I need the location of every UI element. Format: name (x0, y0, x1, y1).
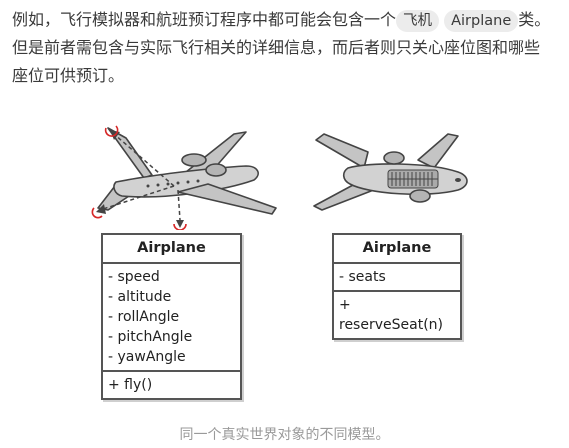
attribute-item: - rollAngle (108, 309, 180, 325)
uml-class-booking: Airplane - seats + reserveSeat(n) (332, 233, 462, 340)
methods-section: + fly() (103, 370, 240, 398)
code-chip-airplane: Airplane (444, 10, 519, 32)
methods-section: + reserveSeat(n) (334, 290, 460, 338)
attribute-item: - speed (108, 269, 160, 285)
attribute-item: - pitchAngle (108, 329, 193, 345)
flight-sim-plane-icon (91, 125, 277, 230)
attribute-item: - seats (339, 269, 386, 285)
method-item: + fly() (108, 377, 153, 393)
attribute-item: - yawAngle (108, 349, 186, 365)
intro-line3-text: 座位可供预订。 (12, 66, 125, 85)
uml-class-flight-sim: Airplane - speed - altitude - rollAngle … (101, 233, 242, 400)
class-name: Airplane (334, 235, 460, 264)
method-item: + reserveSeat(n) (339, 297, 443, 333)
intro-line1-end: 类。 (518, 10, 551, 29)
class-name: Airplane (103, 235, 240, 264)
attributes-section: - speed - altitude - rollAngle - pitchAn… (103, 264, 240, 370)
code-chip-chinese: 飞机 (396, 10, 440, 32)
figure-caption: 同一个真实世界对象的不同模型。 (179, 427, 390, 443)
intro-line1-text: 例如，飞行模拟器和航班预订程序中都可能会包含一个 (12, 10, 397, 29)
attribute-item: - altitude (108, 289, 172, 305)
booking-plane-icon (313, 133, 468, 211)
attributes-section: - seats (334, 264, 460, 290)
intro-line2-text: 但是前者需包含与实际飞行相关的详细信息，而后者则只关心座位图和哪些 (12, 38, 541, 57)
